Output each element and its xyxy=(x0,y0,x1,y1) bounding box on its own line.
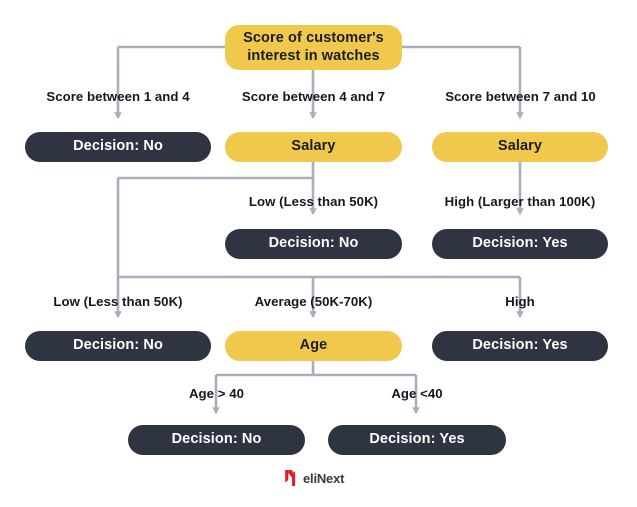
edge-label-salary2-average: Average (50K-70K) xyxy=(254,294,373,309)
edge-label-root-to-mid: Score between 4 and 7 xyxy=(241,89,386,104)
elinext-n-mark xyxy=(285,470,296,486)
node-l3-right-decision-yes[interactable]: Decision: Yes xyxy=(432,331,608,361)
node-l2-right-decision-yes[interactable]: Decision: Yes xyxy=(432,229,608,259)
edge-label-salary-mid-low: Low (Less than 50K) xyxy=(248,194,379,209)
node-l3-mid-age[interactable]: Age xyxy=(225,331,402,361)
node-l1-left-decision-no[interactable]: Decision: No xyxy=(25,132,211,162)
node-l4-left-decision-no[interactable]: Decision: No xyxy=(128,425,305,455)
edge-label-salary2-high: High xyxy=(505,294,535,309)
elinext-wordmark: eliNext xyxy=(303,470,345,486)
edge-label-age-gt40: Age > 40 xyxy=(188,386,244,401)
elinext-logo[interactable]: eliNext xyxy=(283,469,344,487)
node-l1-right-salary[interactable]: Salary xyxy=(432,132,608,162)
edge-label-salary2-low: Low (Less than 50K) xyxy=(53,294,183,309)
node-l2-mid-decision-no[interactable]: Decision: No xyxy=(225,229,402,259)
node-l4-right-decision-yes[interactable]: Decision: Yes xyxy=(328,425,506,455)
edge-label-root-to-left: Score between 1 and 4 xyxy=(46,89,190,104)
node-l1-mid-salary[interactable]: Salary xyxy=(225,132,402,162)
node-l3-left-decision-no[interactable]: Decision: No xyxy=(25,331,211,361)
edge-label-age-lt40: Age <40 xyxy=(391,386,443,401)
node-root[interactable]: Score of customer's interest in watches xyxy=(225,25,402,70)
edge-label-salary-right-high: High (Larger than 100K) xyxy=(444,194,596,209)
edge-label-root-to-right: Score between 7 and 10 xyxy=(445,89,596,104)
